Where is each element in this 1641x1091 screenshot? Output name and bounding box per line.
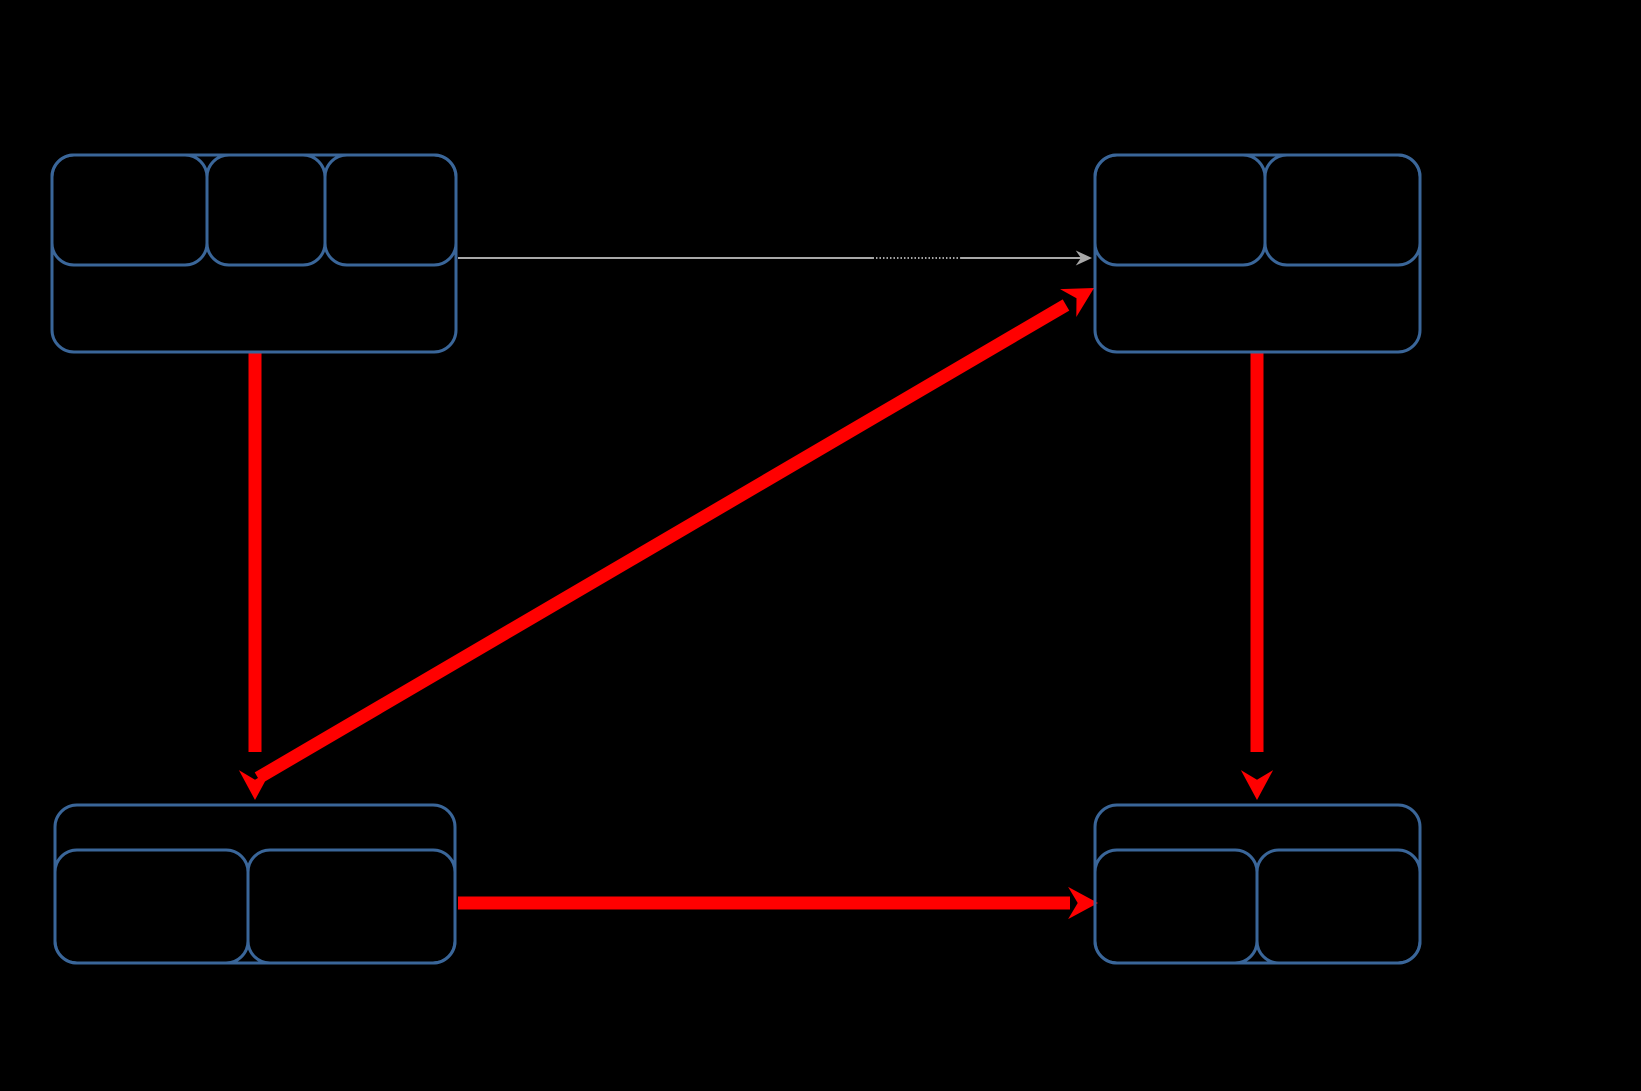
edge-bottom-left-to-top-right[interactable] [254, 274, 1102, 784]
edge-arrowhead [1240, 770, 1274, 800]
top-right-node-outline [1093, 153, 1422, 354]
node-cell [246, 848, 457, 965]
node-cell [50, 153, 209, 267]
node-cell [1263, 153, 1422, 267]
edge-arrowhead [1068, 886, 1098, 920]
top-left-node-outline [50, 153, 458, 354]
bottom-left-node[interactable] [53, 803, 457, 965]
top-left-node[interactable] [50, 153, 458, 354]
node-cell [323, 153, 458, 267]
edge-line [254, 299, 1070, 784]
edge-top-left-to-bottom-left[interactable] [238, 352, 272, 800]
node-cell [1255, 848, 1422, 965]
edge-arrowhead [1075, 250, 1092, 266]
edge-arrowhead [1060, 288, 1094, 318]
edge-bottom-left-to-bottom-right[interactable] [458, 886, 1098, 920]
node-cell [53, 848, 250, 965]
edges-layer [238, 250, 1274, 920]
node-cell [1093, 848, 1259, 965]
node-cell [1093, 153, 1267, 267]
edge-top-left-to-top-right[interactable] [458, 250, 1092, 266]
node-cell [205, 153, 327, 267]
bottom-right-node[interactable] [1093, 803, 1422, 965]
top-right-node[interactable] [1093, 153, 1422, 354]
nodes-layer [50, 153, 1422, 965]
bottom-left-node-outline [53, 803, 457, 965]
edge-top-right-to-bottom-right[interactable] [1240, 352, 1274, 800]
